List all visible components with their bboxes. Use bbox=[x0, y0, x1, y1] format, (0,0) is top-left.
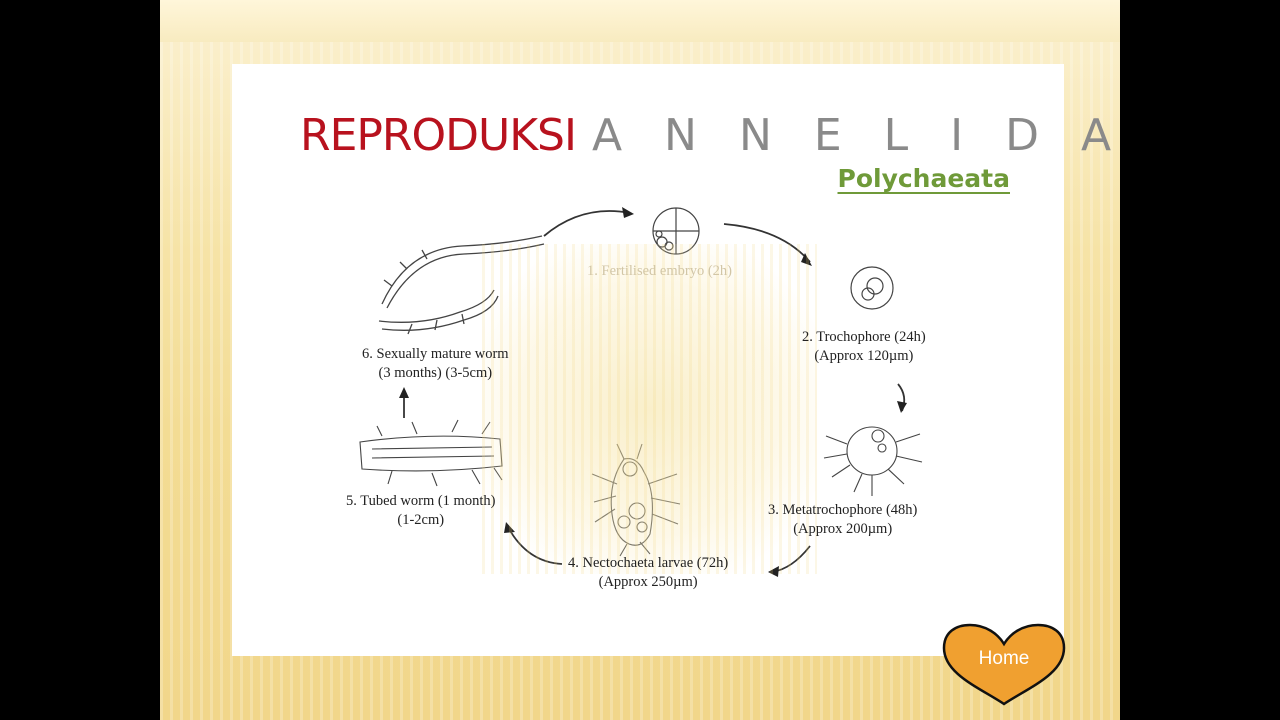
stage-6-line2: (3 months) (3-5cm) bbox=[378, 365, 493, 381]
stage-4-line2: (Approx 250µm) bbox=[598, 574, 698, 590]
projector-glare bbox=[482, 244, 817, 574]
top-band bbox=[160, 0, 1120, 42]
slide-subtitle: Polychaeata bbox=[837, 164, 1011, 193]
stage-4-line1: 4. Nectochaeta larvae (72h) bbox=[568, 555, 729, 571]
stage-4-label: 4. Nectochaeta larvae (72h) (Approx 250µ… bbox=[568, 554, 728, 592]
title-sub: A N N E L I D A bbox=[591, 110, 1120, 161]
cycle-arrow-6-to-1 bbox=[543, 210, 631, 237]
stage-3-line2: (Approx 200µm) bbox=[793, 521, 893, 537]
stage-2-line2: (Approx 120µm) bbox=[814, 348, 914, 364]
metatrochophore-illustration bbox=[823, 426, 923, 496]
home-button[interactable]: Home bbox=[978, 648, 1030, 669]
home-heart-shape[interactable] bbox=[942, 623, 1066, 706]
stage-5-line2: (1-2cm) bbox=[397, 512, 445, 528]
stage-1-line1: 1. Fertilised embryo (2h) bbox=[587, 263, 732, 279]
tubed-worm-illustration bbox=[359, 419, 503, 487]
stage-2-line1: 2. Trochophore (24h) bbox=[802, 329, 926, 345]
stage-3-line1: 3. Metatrochophore (48h) bbox=[768, 502, 918, 518]
stage-2-label: 2. Trochophore (24h) (Approx 120µm) bbox=[802, 328, 926, 366]
title-main: REPRODUKSI bbox=[300, 110, 577, 161]
stage-6-line1: 6. Sexually mature worm bbox=[362, 346, 509, 362]
stage-6-label: 6. Sexually mature worm (3 months) (3-5c… bbox=[362, 345, 509, 383]
stage-5-label: 5. Tubed worm (1 month) (1-2cm) bbox=[346, 492, 495, 530]
heart-icon[interactable] bbox=[940, 622, 1068, 708]
stage-1-label: 1. Fertilised embryo (2h) bbox=[587, 262, 732, 281]
stage-5-line1: 5. Tubed worm (1 month) bbox=[346, 493, 496, 509]
slide-background: REPRODUKSI A N N E L I D A Polychaeata bbox=[160, 0, 1120, 720]
trochophore-illustration bbox=[850, 266, 894, 310]
slide-title: REPRODUKSI A N N E L I D A bbox=[300, 108, 1120, 164]
stage-3-label: 3. Metatrochophore (48h) (Approx 200µm) bbox=[768, 501, 917, 539]
